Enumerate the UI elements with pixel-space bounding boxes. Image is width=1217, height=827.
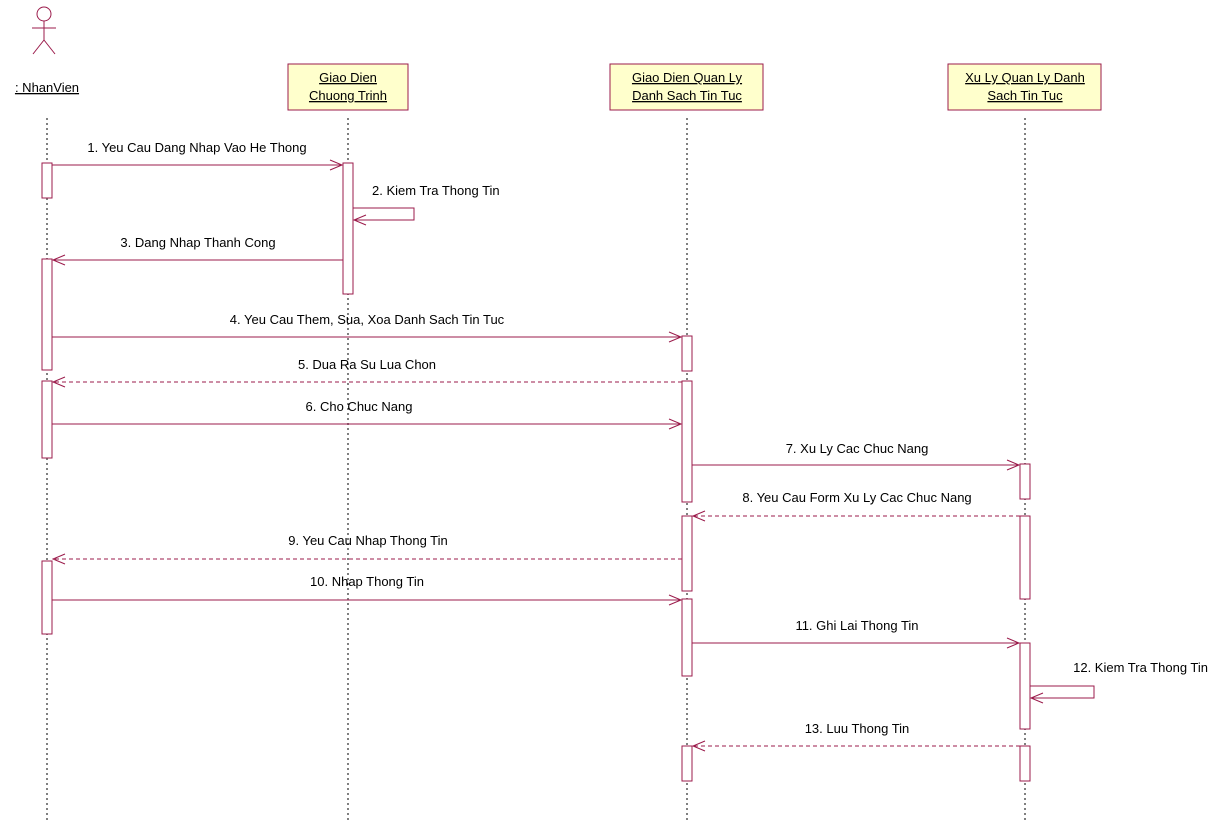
activation-bar: [1019, 642, 1031, 730]
activation-bar: [1019, 463, 1031, 500]
activation-bar: [41, 162, 53, 199]
activation-bar: [41, 380, 53, 459]
activation-bar: [681, 745, 693, 782]
message-label-10: 10. Nhap Thong Tin: [310, 574, 424, 589]
object-box-giao-dien-chuong-trinh: Giao Dien Chuong Trinh: [287, 63, 409, 111]
message-arrow-12-self: [1030, 685, 1095, 698]
object-label-line-1: Giao Dien: [319, 70, 377, 85]
message-label-8: 8. Yeu Cau Form Xu Ly Cac Chuc Nang: [742, 490, 971, 505]
object-label-line-2: Sach Tin Tuc: [987, 88, 1063, 103]
message-label-12: 12. Kiem Tra Thong Tin: [1073, 660, 1208, 675]
message-label-11: 11. Ghi Lai Thong Tin: [795, 618, 918, 633]
message-label-1: 1. Yeu Cau Dang Nhap Vao He Thong: [87, 140, 306, 155]
activation-bar: [681, 515, 693, 592]
object-label-line-1: Giao Dien Quan Ly: [632, 70, 743, 85]
activation-bar: [342, 162, 354, 295]
message-label-6: 6. Cho Chuc Nang: [306, 399, 413, 414]
message-arrow-2-self: [353, 207, 415, 220]
activation-bar: [41, 258, 53, 371]
message-label-4: 4. Yeu Cau Them, Sua, Xoa Danh Sach Tin …: [230, 312, 505, 327]
object-box-giao-dien-quan-ly: Giao Dien Quan Ly Danh Sach Tin Tuc: [609, 63, 764, 111]
object-box-xu-ly-quan-ly: Xu Ly Quan Ly Danh Sach Tin Tuc: [947, 63, 1102, 111]
message-label-5: 5. Dua Ra Su Lua Chon: [298, 357, 436, 372]
object-label-line-1: Xu Ly Quan Ly Danh: [965, 70, 1085, 85]
message-label-9: 9. Yeu Cau Nhap Thong Tin: [288, 533, 448, 548]
stick-figure-actor-icon: [32, 6, 56, 55]
message-label-2: 2. Kiem Tra Thong Tin: [372, 183, 500, 198]
object-label-line-2: Danh Sach Tin Tuc: [632, 88, 742, 103]
activation-bar: [41, 560, 53, 635]
activation-bar: [1019, 515, 1031, 600]
activation-bar: [1019, 745, 1031, 782]
activation-bar: [681, 598, 693, 677]
actor-label-nhanvien: : NhanVien: [15, 80, 79, 95]
message-label-7: 7. Xu Ly Cac Chuc Nang: [786, 441, 929, 456]
activation-bar: [681, 335, 693, 372]
message-label-3: 3. Dang Nhap Thanh Cong: [120, 235, 275, 250]
object-label-line-2: Chuong Trinh: [309, 88, 387, 103]
activation-bar: [681, 380, 693, 503]
message-label-13: 13. Luu Thong Tin: [805, 721, 910, 736]
